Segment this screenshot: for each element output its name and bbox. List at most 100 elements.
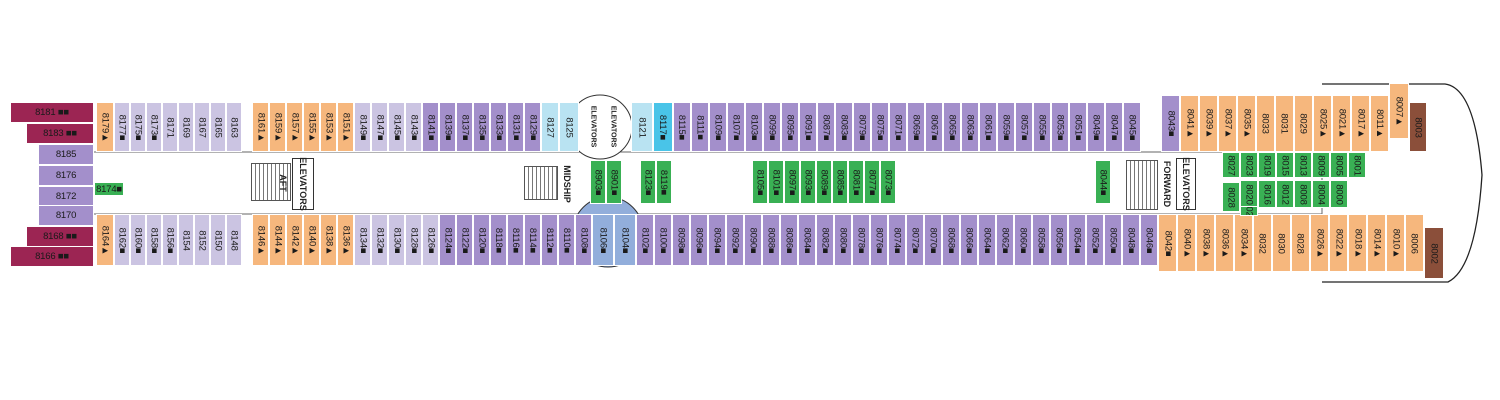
cabin-8037[interactable]: 8037▲ <box>1218 95 1237 152</box>
cabin-8100[interactable]: 8100■ <box>654 214 672 266</box>
cabin-8121[interactable]: 8121 <box>631 102 653 152</box>
cabin-8169[interactable]: 8169 <box>178 102 194 152</box>
cabin-8005[interactable]: 8005 <box>1330 152 1348 178</box>
cabin-8131[interactable]: 8131■ <box>507 102 524 152</box>
cabin-8146[interactable]: 8146▲ <box>252 214 269 266</box>
cabin-8023[interactable]: 8023 <box>1240 152 1258 178</box>
cabin-8026[interactable]: 8026▲ <box>1310 214 1329 272</box>
cabin-8071[interactable]: 8071■ <box>889 102 907 152</box>
cabin-8080[interactable]: 8080■ <box>834 214 852 266</box>
cabin-8102[interactable]: 8102■ <box>636 214 654 266</box>
cabin-8166[interactable]: 8166 ■■ <box>10 246 94 267</box>
cabin-8116[interactable]: 8116■ <box>507 214 524 266</box>
cabin-8013[interactable]: 8013 <box>1294 152 1312 178</box>
cabin-8035[interactable]: 8035▲ <box>1237 95 1256 152</box>
cabin-8141[interactable]: 8141■ <box>422 102 439 152</box>
cabin-8028[interactable]: 8028 <box>1222 182 1240 212</box>
cabin-8010[interactable]: 8010▲ <box>1386 214 1405 272</box>
cabin-8183[interactable]: 8183 ■■ <box>26 123 94 144</box>
cabin-8092[interactable]: 8092■ <box>726 214 744 266</box>
cabin-8095[interactable]: 8095■ <box>781 102 799 152</box>
cabin-8084[interactable]: 8084■ <box>798 214 816 266</box>
cabin-8096[interactable]: 8096■ <box>690 214 708 266</box>
cabin-8056[interactable]: 8056■ <box>1050 214 1068 266</box>
cabin-8136[interactable]: 8136▲ <box>337 214 354 266</box>
cabin-8154[interactable]: 8154 <box>178 214 194 266</box>
cabin-8041[interactable]: 8041▲ <box>1180 95 1199 152</box>
cabin-8036[interactable]: 8036▲ <box>1215 214 1234 272</box>
cabin-8165[interactable]: 8165 <box>210 102 226 152</box>
cabin-8118[interactable]: 8118■ <box>490 214 507 266</box>
cabin-8018[interactable]: 8018▲ <box>1348 214 1367 272</box>
cabin-8145[interactable]: 8145■ <box>388 102 405 152</box>
cabin-8083[interactable]: 8083■ <box>835 102 853 152</box>
cabin-8015[interactable]: 8015 <box>1276 152 1294 178</box>
cabin-8027[interactable]: 8027 <box>1222 152 1240 178</box>
cabin-8090[interactable]: 8090■ <box>744 214 762 266</box>
cabin-8091[interactable]: 8091■ <box>799 102 817 152</box>
cabin-8168[interactable]: 8168 ■■ <box>26 226 94 247</box>
cabin-8011[interactable]: 8011▲ <box>1370 95 1389 152</box>
cabin-8067[interactable]: 8067■ <box>925 102 943 152</box>
cabin-8075[interactable]: 8075■ <box>871 102 889 152</box>
cabin-8156[interactable]: 8156■ <box>162 214 178 266</box>
cabin-8174[interactable]: 8174■ <box>94 182 124 196</box>
cabin-8108[interactable]: 8108■ <box>575 214 592 266</box>
cabin-8098[interactable]: 8098■ <box>672 214 690 266</box>
cabin-8038[interactable]: 8038▲ <box>1196 214 1215 272</box>
cabin-8088[interactable]: 8088■ <box>762 214 780 266</box>
cabin-8059[interactable]: 8059■ <box>997 102 1015 152</box>
cabin-8149[interactable]: 8149■ <box>354 102 371 152</box>
cabin-8105[interactable]: 8105■ <box>752 160 768 204</box>
cabin-8054[interactable]: 8054■ <box>1068 214 1086 266</box>
cabin-8181[interactable]: 8181 ■■ <box>10 102 94 123</box>
cabin-8043[interactable]: 8043■ <box>1161 95 1180 152</box>
cabin-8012[interactable]: 8012 <box>1276 180 1294 208</box>
cabin-8106[interactable]: 8106■ <box>592 214 614 266</box>
cabin-8044[interactable]: 8044■ <box>1095 160 1111 204</box>
cabin-8133[interactable]: 8133■ <box>490 102 507 152</box>
cabin-8072[interactable]: 8072■ <box>906 214 924 266</box>
cabin-8003[interactable]: 8003 <box>1409 102 1427 152</box>
cabin-8063[interactable]: 8063■ <box>961 102 979 152</box>
cabin-8016[interactable]: 8016 <box>1258 180 1276 208</box>
cabin-8163[interactable]: 8163 <box>226 102 242 152</box>
cabin-8069[interactable]: 8069■ <box>907 102 925 152</box>
cabin-8042[interactable]: 8042■ <box>1158 214 1177 272</box>
cabin-8093[interactable]: 8093■ <box>800 160 816 204</box>
cabin-8008[interactable]: 8008 <box>1294 180 1312 208</box>
cabin-8142[interactable]: 8142▲ <box>286 214 303 266</box>
cabin-8062[interactable]: 8062■ <box>996 214 1014 266</box>
cabin-8120[interactable]: 8120■ <box>473 214 490 266</box>
cabin-8014[interactable]: 8014▲ <box>1367 214 1386 272</box>
cabin-8124[interactable]: 8124■ <box>439 214 456 266</box>
cabin-8082[interactable]: 8082■ <box>816 214 834 266</box>
cabin-8099[interactable]: 8099■ <box>763 102 781 152</box>
cabin-8025[interactable]: 8025▲ <box>1313 95 1332 152</box>
cabin-8119[interactable]: 8119■ <box>656 160 672 204</box>
cabin-8047[interactable]: 8047■ <box>1105 102 1123 152</box>
cabin-8130[interactable]: 8130■ <box>388 214 405 266</box>
cabin-8055[interactable]: 8055■ <box>1033 102 1051 152</box>
cabin-8053[interactable]: 8053■ <box>1051 102 1069 152</box>
cabin-8152[interactable]: 8152 <box>194 214 210 266</box>
cabin-8057[interactable]: 8057■ <box>1015 102 1033 152</box>
cabin-8064[interactable]: 8064■ <box>978 214 996 266</box>
cabin-8110[interactable]: 8110■ <box>558 214 575 266</box>
cabin-8034[interactable]: 8034▲ <box>1234 214 1253 272</box>
cabin-8185[interactable]: 8185 <box>38 144 94 165</box>
cabin-8029[interactable]: 8029 <box>1294 95 1313 152</box>
cabin-8160[interactable]: 8160■ <box>130 214 146 266</box>
cabin-8179[interactable]: 8179▲ <box>96 102 114 152</box>
cabin-8009[interactable]: 8009 <box>1312 152 1330 178</box>
cabin-8161[interactable]: 8161▲ <box>252 102 269 152</box>
cabin-8007[interactable]: 8007▲ <box>1389 83 1409 139</box>
cabin-8032[interactable]: 8032 <box>1253 214 1272 272</box>
cabin-8126[interactable]: 8126■ <box>422 214 439 266</box>
cabin-8074[interactable]: 8074■ <box>888 214 906 266</box>
cabin-8153[interactable]: 8153▲ <box>320 102 337 152</box>
cabin-8111[interactable]: 8111■ <box>691 102 709 152</box>
cabin-8061[interactable]: 8061■ <box>979 102 997 152</box>
cabin-8073[interactable]: 8073■ <box>880 160 896 204</box>
cabin-8028[interactable]: 8028 <box>1291 214 1310 272</box>
